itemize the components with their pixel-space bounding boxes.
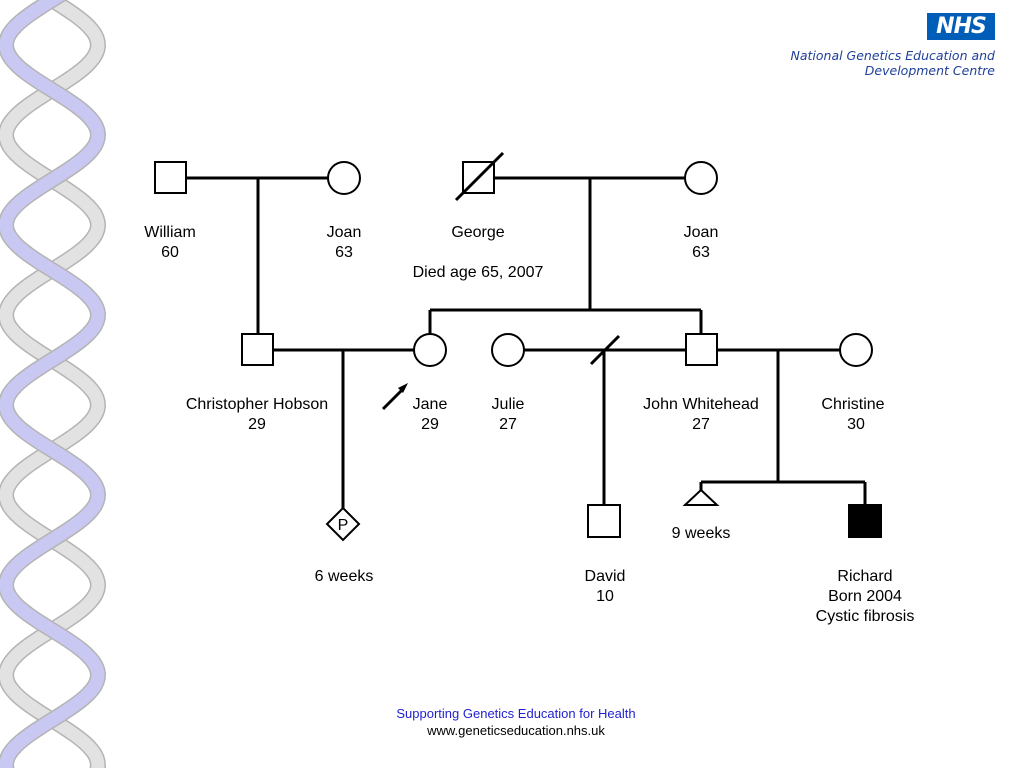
symbol-jane-female bbox=[413, 333, 447, 367]
symbol-richard-male-affected bbox=[848, 504, 882, 538]
label-jane-name: Jane bbox=[413, 396, 448, 413]
proband-arrow bbox=[381, 387, 405, 411]
symbol-joan-2-female bbox=[684, 161, 718, 195]
label-julie-name: Julie bbox=[492, 396, 525, 413]
org-name-line-1: National Genetics Education and bbox=[790, 48, 995, 63]
label-richard-name: Richard bbox=[837, 568, 892, 585]
label-christopher-age: 29 bbox=[248, 416, 266, 433]
label-julie-age: 27 bbox=[499, 416, 517, 433]
label-richard-birth: Born 2004 bbox=[828, 588, 902, 605]
dna-strands bbox=[0, 0, 107, 768]
org-name-line-2: Development Centre bbox=[864, 63, 995, 78]
dna-strand-a bbox=[0, 0, 105, 768]
nhs-logo-text: NHS bbox=[936, 14, 987, 39]
symbol-miscarriage bbox=[682, 488, 720, 506]
deceased-mark-george bbox=[454, 151, 505, 202]
label-william-name: William bbox=[144, 224, 196, 241]
symbol-christine-female bbox=[839, 333, 873, 367]
label-jane-age: 29 bbox=[421, 416, 439, 433]
label-john-age: 27 bbox=[692, 416, 710, 433]
footer-url[interactable]: www.geneticseducation.nhs.uk bbox=[427, 723, 605, 738]
symbol-pregnancy bbox=[325, 506, 361, 542]
symbol-david-male bbox=[587, 504, 621, 538]
label-david-name: David bbox=[585, 568, 626, 585]
proband-arrowhead bbox=[398, 383, 408, 393]
label-george-detail: Died age 65, 2007 bbox=[413, 264, 544, 281]
label-miscarriage-gestation: 9 weeks bbox=[672, 525, 731, 542]
dna-strand-b bbox=[0, 0, 105, 768]
label-joan-2-name: Joan bbox=[684, 224, 719, 241]
label-christine-name: Christine bbox=[821, 396, 884, 413]
dna-helix-decoration bbox=[0, 0, 107, 768]
symbol-john-male bbox=[685, 333, 718, 366]
label-william-age: 60 bbox=[161, 244, 179, 261]
label-joan-1-name: Joan bbox=[327, 224, 362, 241]
nhs-logo: NHS bbox=[927, 13, 995, 40]
label-david-age: 10 bbox=[596, 588, 614, 605]
label-john-name: John Whitehead bbox=[643, 396, 759, 413]
footer-tagline: Supporting Genetics Education for Health bbox=[396, 706, 636, 721]
label-george-name: George bbox=[451, 224, 504, 241]
label-joan-1-age: 63 bbox=[335, 244, 353, 261]
symbol-julie-female bbox=[491, 333, 525, 367]
label-christine-age: 30 bbox=[847, 416, 865, 433]
label-joan-2-age: 63 bbox=[692, 244, 710, 261]
pregnancy-symbol-text: P bbox=[338, 517, 349, 534]
label-richard-condition: Cystic fibrosis bbox=[816, 608, 915, 625]
symbol-william-male bbox=[154, 161, 187, 194]
symbol-joan-1-female bbox=[327, 161, 361, 195]
label-christopher-name: Christopher Hobson bbox=[186, 396, 328, 413]
label-pregnancy-gestation: 6 weeks bbox=[315, 568, 374, 585]
symbol-christopher-male bbox=[241, 333, 274, 366]
